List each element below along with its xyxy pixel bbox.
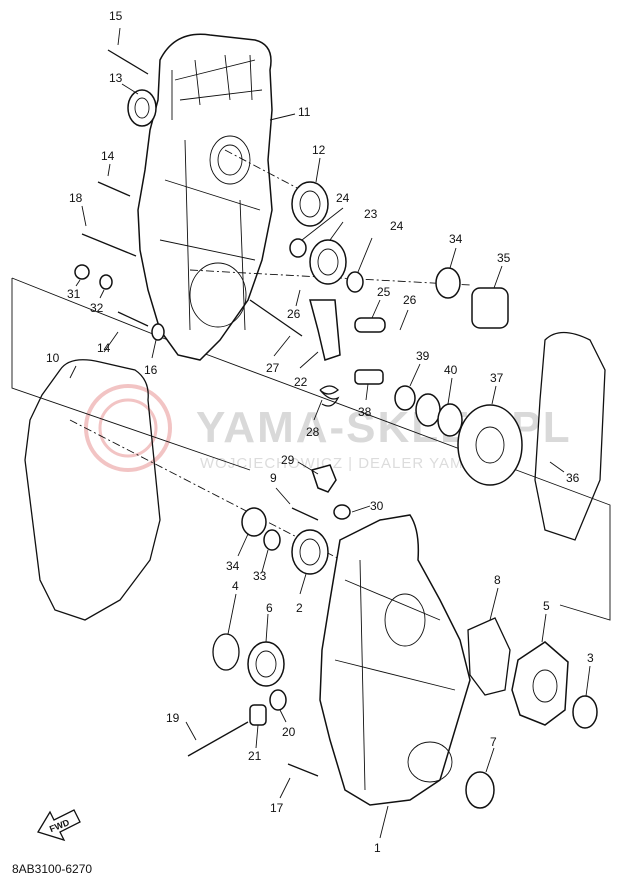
part-label-34: 34 [449,232,463,246]
part-label-14: 14 [97,341,111,355]
part-label-32: 32 [90,301,104,315]
washer-16[interactable] [151,323,165,341]
part-label-35: 35 [497,251,511,265]
part-label-13: 13 [109,71,123,85]
part-label-5: 5 [543,599,550,613]
part-label-29: 29 [281,453,295,467]
sprocket-37[interactable] [457,404,523,486]
circlip-4[interactable] [212,633,240,671]
part-label-20: 20 [282,725,296,739]
part-label-11: 11 [298,105,311,119]
part-label-31: 31 [67,287,81,301]
part-label-3: 3 [587,651,594,665]
washer-33[interactable] [263,529,281,551]
tensioner-arm-22[interactable] [309,299,341,361]
part-label-19: 19 [166,711,180,725]
oil-seal-7[interactable] [465,771,495,809]
plug-29[interactable] [311,464,337,493]
part-label-12: 12 [312,143,326,157]
part-label-33: 33 [253,569,267,583]
part-label-23: 23 [364,207,378,221]
assembly-boundary [11,277,611,621]
spring-washer-39[interactable] [394,385,416,411]
part-label-1: 1 [374,841,381,855]
bearing-housing-5[interactable] [511,641,569,726]
chain-case-lower[interactable] [319,514,471,806]
part-label-24: 24 [336,191,350,205]
collar-34a[interactable] [435,267,461,299]
center-line-mid [224,149,321,201]
bearing-12[interactable] [291,181,329,227]
part-label-28: 28 [306,425,320,439]
part-label-37: 37 [490,371,504,385]
fwd-arrow-icon: FWD [37,809,81,842]
bolt-17[interactable] [287,763,319,777]
part-label-10: 10 [46,351,60,365]
part-label-21: 21 [248,749,262,763]
bearing-40a[interactable] [415,393,441,427]
part-label-39: 39 [416,349,430,363]
bolt-15[interactable] [107,49,149,75]
chain-case-cover[interactable] [137,33,273,361]
bolt-14a[interactable] [97,181,131,197]
bolt-19[interactable] [187,721,249,757]
part-label-2: 2 [296,601,303,615]
part-label-18: 18 [69,191,83,205]
part-label-36: 36 [566,471,580,485]
washer-32[interactable] [99,274,113,290]
washer-24a[interactable] [289,238,307,258]
washer-24b[interactable] [346,271,364,293]
part-label-34: 34 [226,559,240,573]
spring-28[interactable] [319,385,340,407]
pin-27[interactable] [249,299,303,337]
part-labels: 15 13 11 12 14 18 24 23 24 34 35 31 32 2… [46,9,594,855]
part-label-14: 14 [101,149,115,163]
part-label-17: 17 [270,801,284,815]
part-label-4: 4 [232,579,239,593]
bolt-14b[interactable] [117,311,149,327]
part-label-26: 26 [287,307,301,321]
nut-31[interactable] [74,264,90,280]
gasket-8[interactable] [467,617,511,696]
bearing-2[interactable] [291,529,329,575]
part-label-7: 7 [490,735,497,749]
part-label-27: 27 [266,361,280,375]
chain-36[interactable] [534,331,606,541]
collar-34b[interactable] [241,507,267,537]
collar-21[interactable] [249,704,267,726]
bolt-18[interactable] [81,233,137,257]
part-label-16: 16 [144,363,158,377]
drawing-code: 8AB3100-6270 [12,862,93,876]
bearing-6[interactable] [247,641,285,687]
part-label-26: 26 [403,293,417,307]
part-label-25: 25 [377,285,391,299]
bolts [81,49,319,777]
oil-seal-3[interactable] [572,695,598,729]
washer-20[interactable] [269,689,287,711]
part-label-9: 9 [270,471,277,485]
part-label-15: 15 [109,9,123,23]
o-ring-30[interactable] [333,504,351,520]
leader-lines [69,27,591,839]
part-label-8: 8 [494,573,501,587]
part-label-40: 40 [444,363,458,377]
part-label-22: 22 [294,375,308,389]
sprocket-35[interactable] [471,287,509,329]
bolt-38[interactable] [354,369,384,385]
watermark-logo-inner-icon [98,398,158,458]
watermark-subtitle: WOJCIECHOWICZ | DEALER YAMAHA [200,455,497,472]
shaft-25[interactable] [354,317,386,333]
oil-seal-13[interactable] [127,89,157,127]
bearing-40b[interactable] [437,403,463,437]
part-label-24: 24 [390,219,404,233]
part-label-38: 38 [358,405,372,419]
gasket[interactable] [24,359,161,621]
part-label-30: 30 [370,499,384,513]
bolt-9[interactable] [291,507,319,521]
bearing-23[interactable] [309,239,347,285]
part-label-6: 6 [266,601,273,615]
